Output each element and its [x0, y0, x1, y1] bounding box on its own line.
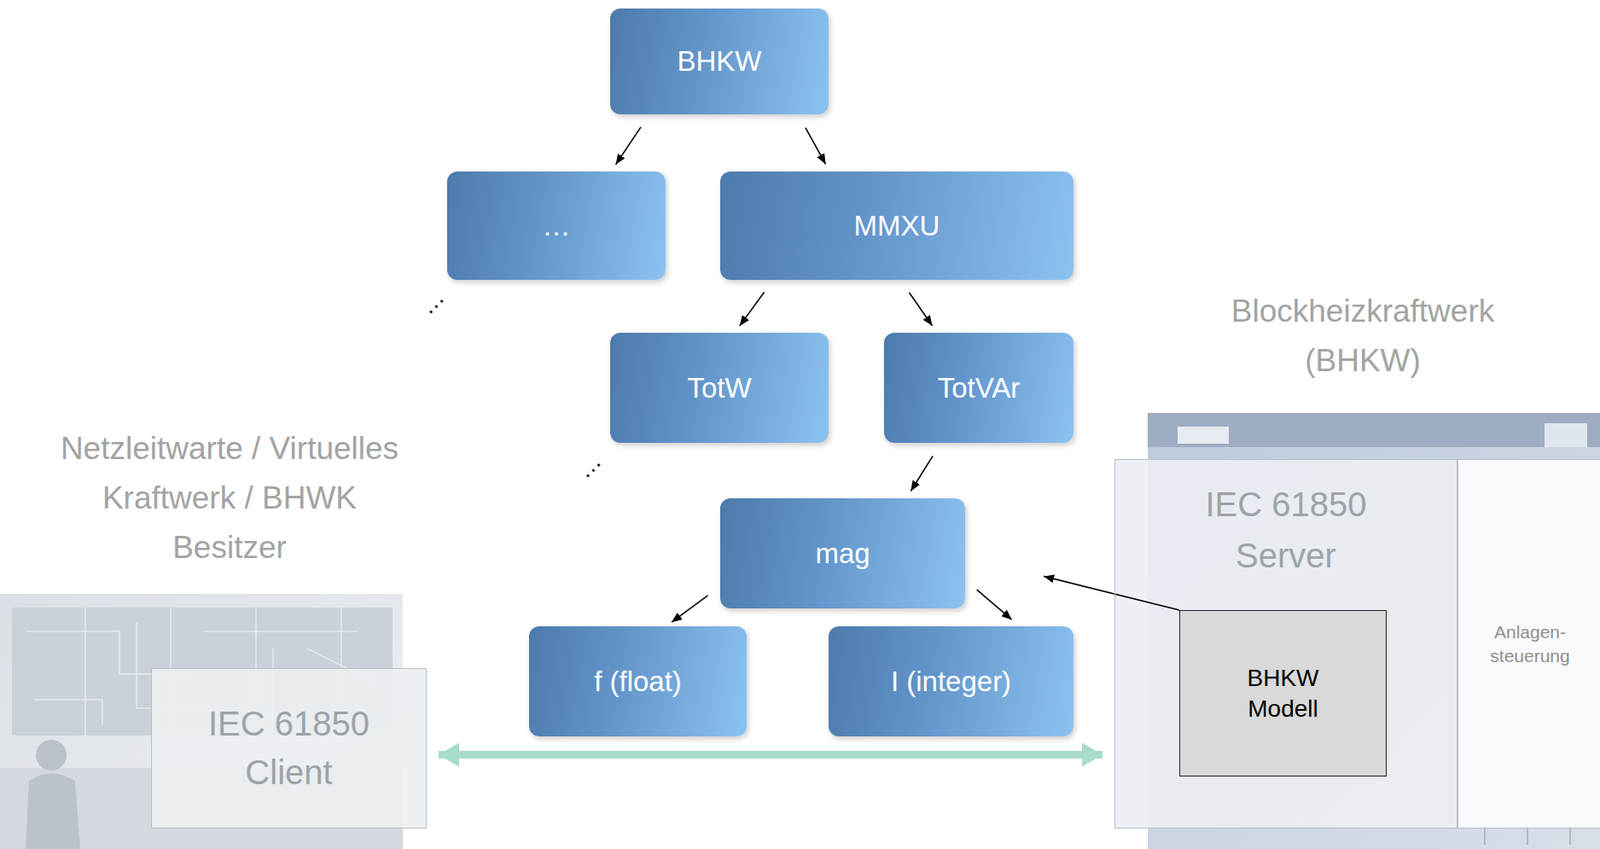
node-text: MMXU [854, 209, 941, 244]
site-label: Netzleitwarte / Virtuelles Kraftwerk / B… [58, 424, 401, 573]
client-box-fill [151, 668, 427, 829]
node-text: IEC 61850 Server [1183, 478, 1389, 582]
tree-arrow [671, 595, 708, 623]
ellipsis-mark: … [568, 445, 610, 487]
control-box: Anlagen- steuerung [1457, 459, 1600, 829]
node-text: BHKW Modell [1219, 663, 1348, 725]
model-box: BHKW Modell [1179, 610, 1387, 777]
operator-head [35, 739, 67, 771]
tree-arrow [805, 128, 827, 165]
tree-box: BHKW [610, 8, 829, 115]
tree-arrow [1043, 576, 1180, 611]
tree-box: MMXU [720, 171, 1074, 280]
node-text: f (float) [593, 664, 682, 699]
tree-arrow [910, 455, 933, 491]
tree-arrow [739, 292, 765, 326]
tree-box: f (float) [529, 626, 747, 737]
ellipsis-mark: … [411, 281, 453, 323]
node-text: mag [814, 536, 870, 571]
server-box: IEC 61850 ServerBHKW Modell [1114, 459, 1458, 829]
node-text: … [542, 209, 571, 244]
client-box: IEC 61850 Client [151, 668, 427, 829]
node-text: TotVAr [937, 371, 1021, 406]
tree-box: … [447, 171, 666, 280]
tree-arrow [616, 127, 641, 165]
server-box-fill [1114, 459, 1600, 829]
communication-arrow [438, 750, 1103, 759]
control-box-fill [1457, 459, 1600, 829]
node-text: Anlagen- steuerung [1474, 620, 1586, 668]
node-text: IEC 61850 Client [195, 699, 384, 798]
tree-box: TotW [610, 332, 829, 443]
node-text: BHKW [677, 44, 763, 79]
node-text: I (integer) [890, 664, 1012, 699]
tree-arrow [977, 589, 1013, 620]
tree-box: mag [720, 498, 966, 609]
tree-box: TotVAr [884, 332, 1074, 443]
chp-panel [1177, 426, 1229, 444]
site-label: Blockheizkraftwerk (BHKW) [1175, 286, 1551, 386]
tree-box: I (integer) [828, 626, 1074, 737]
tree-arrow [908, 292, 932, 326]
operator-body [25, 773, 81, 849]
chp-top-frame [1147, 413, 1600, 448]
node-text: TotW [686, 371, 751, 406]
chp-panel [1544, 423, 1588, 448]
